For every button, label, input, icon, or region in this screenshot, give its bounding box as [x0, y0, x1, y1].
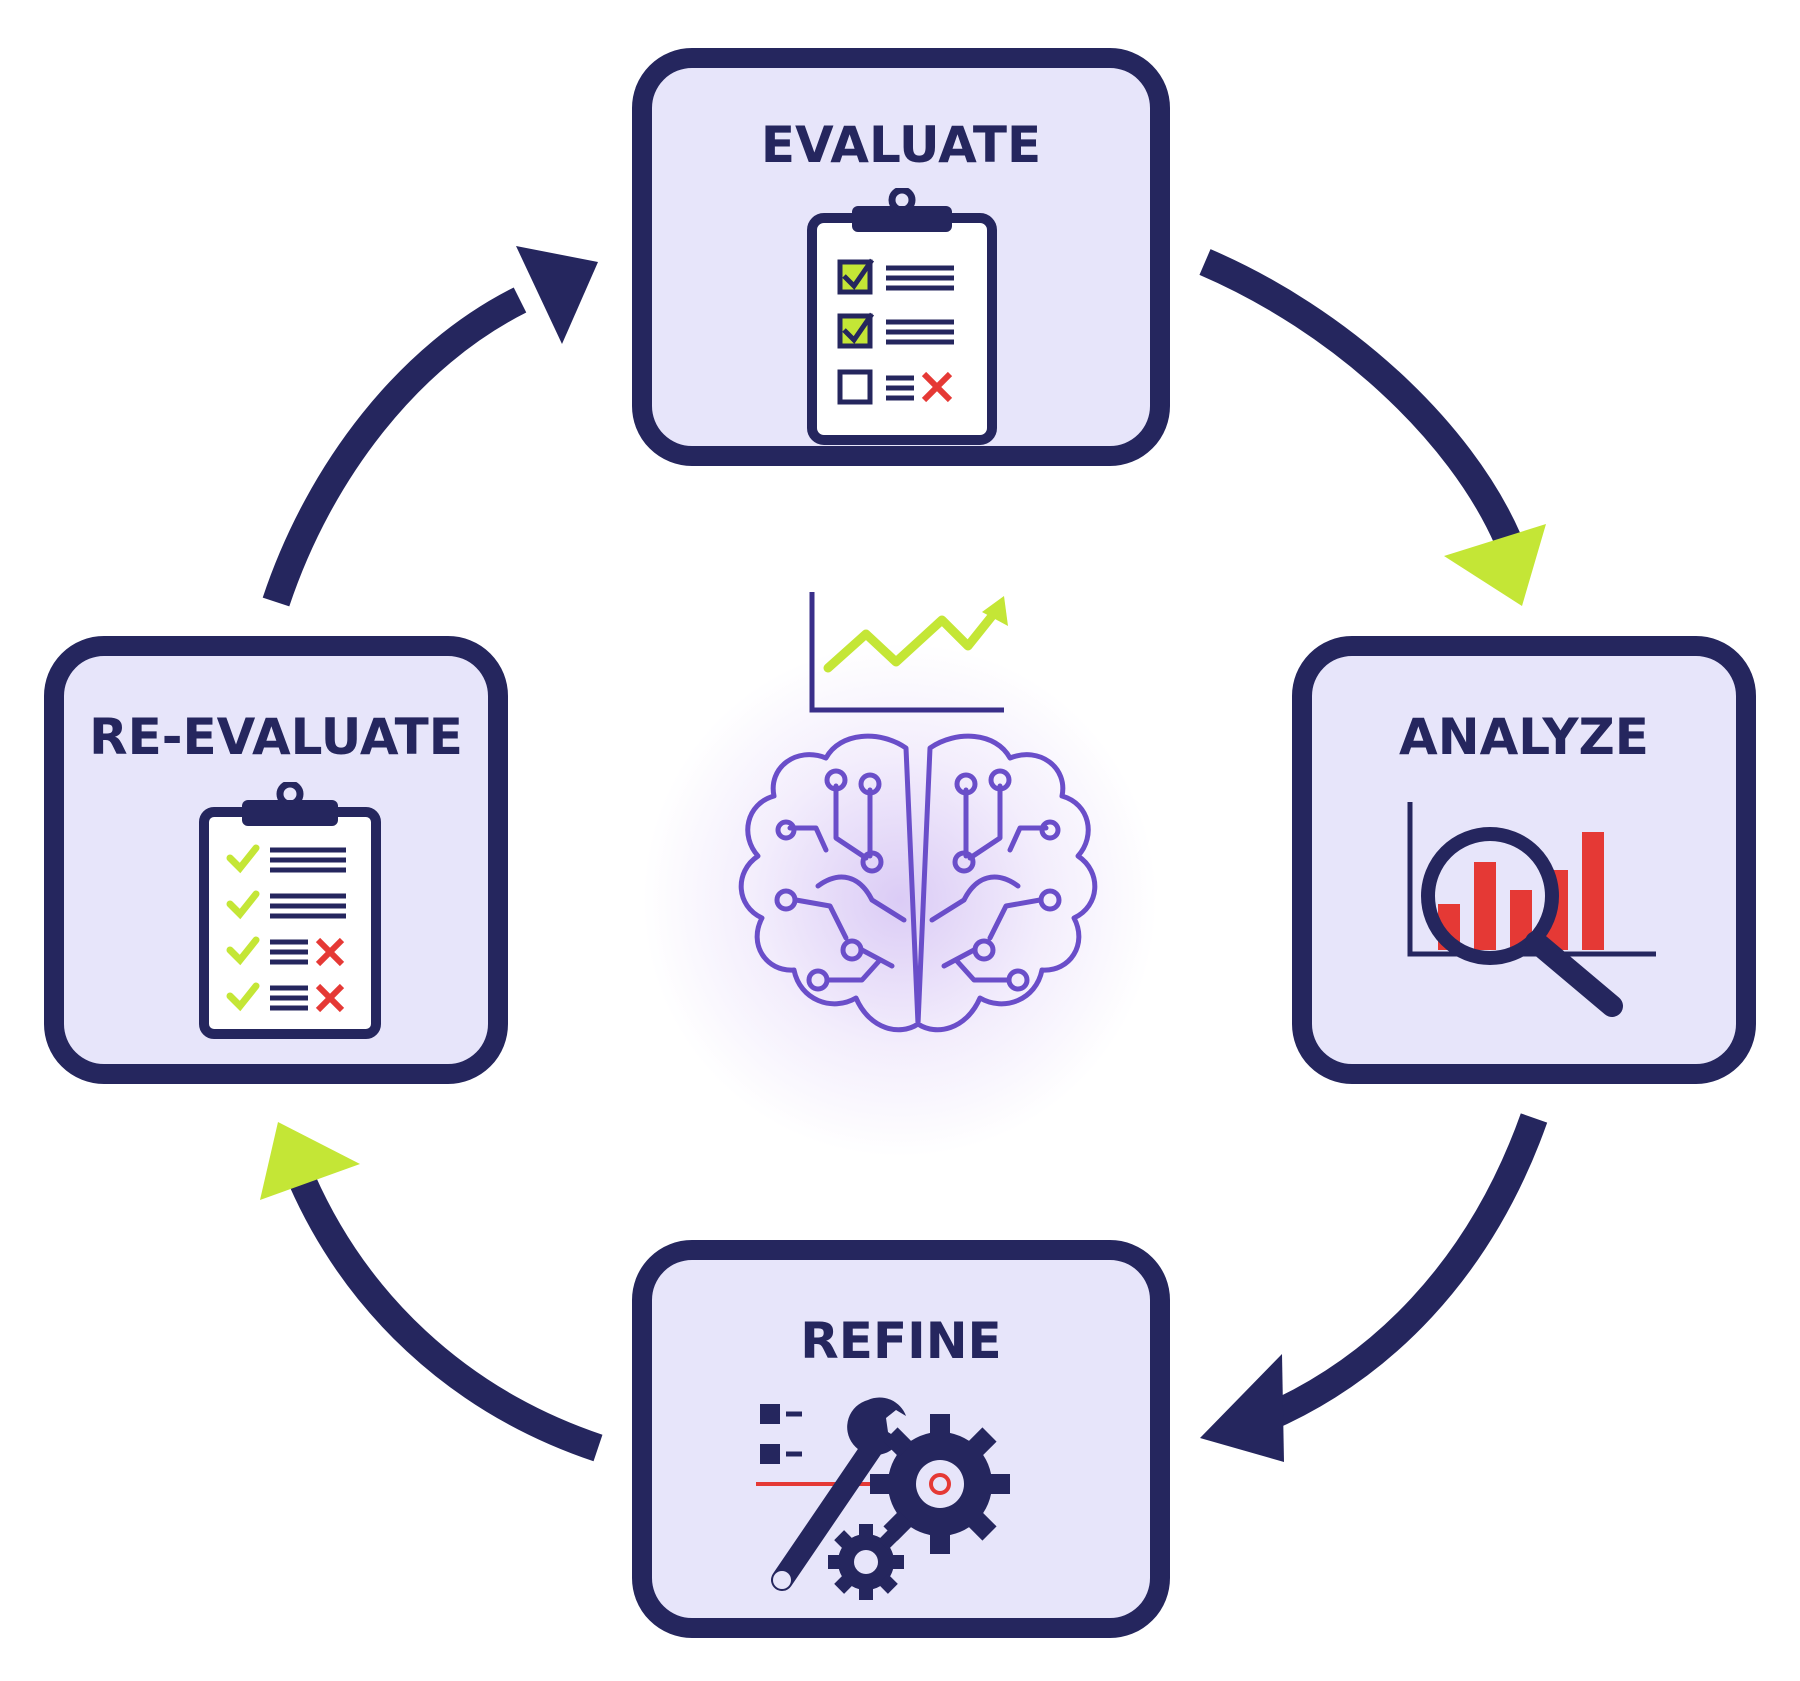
magnifier-bar-chart-icon — [1407, 802, 1656, 1017]
arrow-head-reevaluate — [260, 1122, 360, 1200]
clipboard-review-icon — [199, 782, 381, 1039]
arrow-head-refine — [1200, 1354, 1284, 1462]
trend-up-chart-icon — [809, 592, 1008, 713]
arrow-head-evaluate — [516, 246, 598, 344]
step-title-evaluate: EVALUATE — [760, 116, 1042, 174]
step-title-refine: REFINE — [800, 1312, 1002, 1370]
clipboard-checklist-icon — [807, 188, 997, 445]
step-title-analyze: ANALYZE — [1399, 708, 1649, 766]
brain-circuit-icon — [738, 733, 1098, 1033]
center-glow — [640, 640, 1160, 1160]
step-title-reevaluate: RE-EVALUATE — [89, 708, 463, 766]
arrow-reevaluate-to-evaluate — [262, 287, 527, 607]
step-reevaluate[interactable]: RE-EVALUATE — [44, 636, 508, 1084]
arrow-evaluate-to-analyze — [1199, 249, 1521, 546]
wrench-gears-icon — [756, 1397, 1010, 1600]
step-analyze[interactable]: ANALYZE — [1292, 636, 1756, 1084]
step-refine[interactable]: REFINE — [632, 1240, 1170, 1638]
arrow-head-analyze — [1444, 524, 1546, 606]
arrow-analyze-to-refine — [1256, 1113, 1548, 1433]
arrow-refine-to-reevaluate — [289, 1174, 603, 1462]
step-evaluate[interactable]: EVALUATE — [632, 48, 1170, 466]
